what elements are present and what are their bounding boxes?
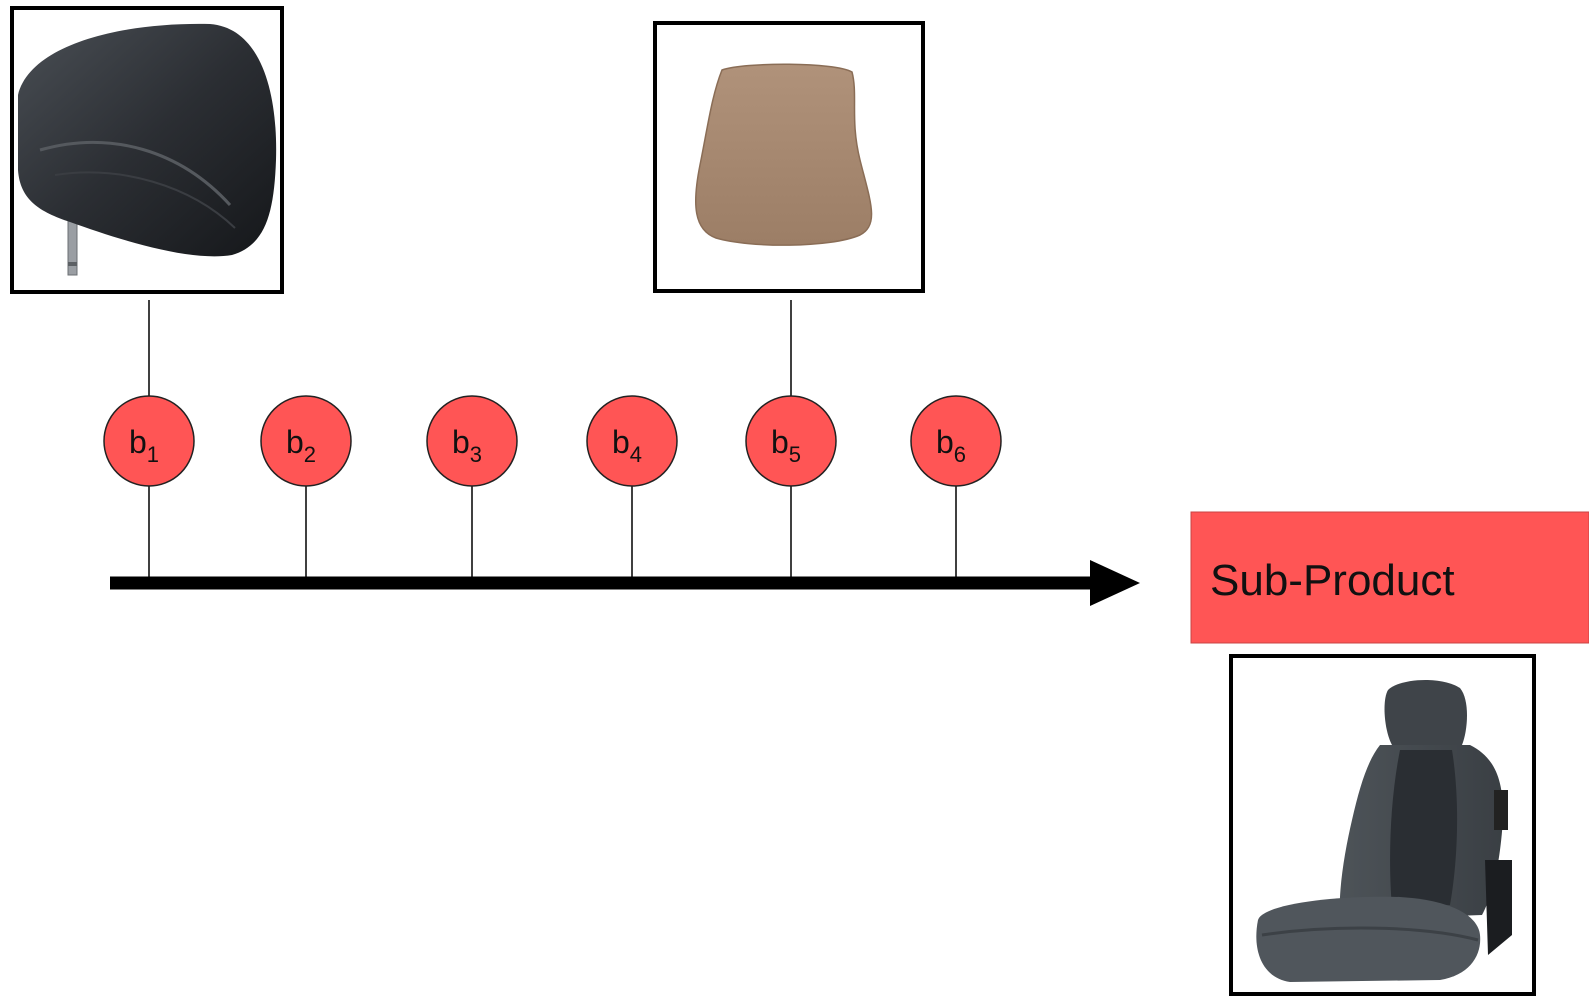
headrest-image	[10, 6, 284, 294]
headrest-cushion	[18, 23, 277, 257]
process-node-circle	[426, 395, 518, 487]
process-node-circle	[910, 395, 1002, 487]
process-node-label: b5	[771, 424, 801, 467]
process-node-label: b2	[286, 424, 316, 467]
seat-pad-shape	[695, 63, 873, 246]
result-box: Sub-Product	[1190, 511, 1589, 644]
process-node-label: b6	[936, 424, 966, 467]
process-node-circle	[586, 395, 678, 487]
process-node-5: b5	[745, 395, 837, 487]
result-label: Sub-Product	[1210, 556, 1455, 605]
assembly-timeline-arrow	[110, 560, 1140, 606]
process-node-1: b1	[103, 395, 195, 487]
car-seat-lever	[1494, 790, 1508, 830]
car-seat-cushion	[1256, 896, 1481, 982]
process-node-circle	[103, 395, 195, 487]
process-node-label: b4	[612, 424, 642, 467]
car-seat-image	[1229, 654, 1536, 996]
process-node-6: b6	[910, 395, 1002, 487]
seat-pad-image	[653, 21, 925, 293]
process-node-2: b2	[260, 395, 352, 487]
timeline-arrowhead	[1090, 560, 1140, 606]
car-seat-headrest	[1384, 679, 1467, 745]
result-box-bg	[1190, 511, 1589, 644]
process-node-4: b4	[586, 395, 678, 487]
process-node-label: b1	[129, 424, 159, 467]
process-node-circle	[745, 395, 837, 487]
process-node-label: b3	[452, 424, 482, 467]
process-node-circle	[260, 395, 352, 487]
process-node-3: b3	[426, 395, 518, 487]
